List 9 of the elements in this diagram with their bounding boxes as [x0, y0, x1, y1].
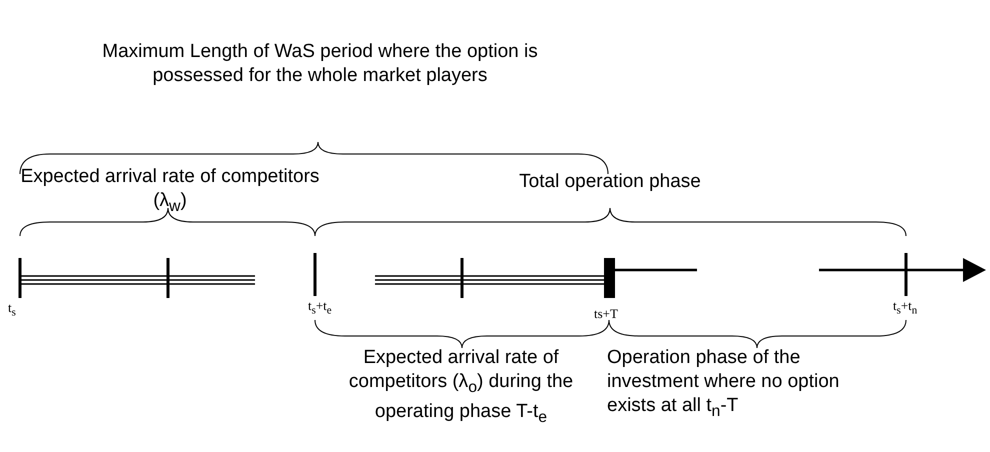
tick-label: t$_{s}$ — [8, 300, 16, 321]
tick-label: t$_{s}$+t$_{e}$ — [308, 298, 332, 319]
tick-label: t$_{s}$+t$_{n}$ — [893, 298, 918, 319]
tick-label: ts+T — [594, 306, 618, 321]
annotation-text: Maximum Length of WaS period where the option is possessed for the whole market players — [101, 40, 539, 88]
annotation-text: Expected arrival rate of competitors (λ$_{w}$) — [20, 165, 320, 217]
annotation-text: Operation phase of the investment where no option exists at all t$_{n}$-T — [607, 346, 840, 422]
annotation-text: Total operation phase — [518, 170, 702, 194]
annotation-text: Expected arrival rate of competitors (λ$_{o}$) during the operating phase T-t$_{e}$ — [348, 346, 574, 428]
